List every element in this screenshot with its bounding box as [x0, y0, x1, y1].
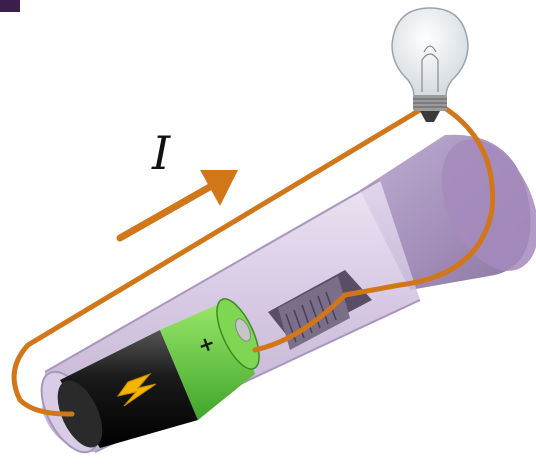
corner-mark [0, 0, 20, 12]
current-label: I [152, 130, 170, 176]
light-bulb-icon [392, 8, 468, 122]
